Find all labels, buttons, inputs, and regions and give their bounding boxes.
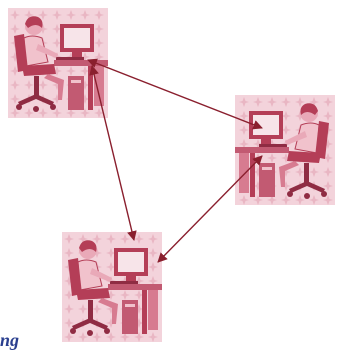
link-1-2-arrow xyxy=(87,58,263,130)
link-1-3-arrow xyxy=(89,65,137,241)
workstation-2 xyxy=(234,94,336,206)
diagram-caption: ng xyxy=(0,330,20,350)
workstation-3 xyxy=(61,231,163,343)
person-at-computer-icon xyxy=(7,7,109,119)
person-at-computer-icon xyxy=(61,231,163,343)
network-links xyxy=(87,58,263,263)
person-at-computer-icon xyxy=(234,94,336,206)
link-2-3-arrow xyxy=(157,155,263,263)
workstation-1 xyxy=(7,7,109,119)
